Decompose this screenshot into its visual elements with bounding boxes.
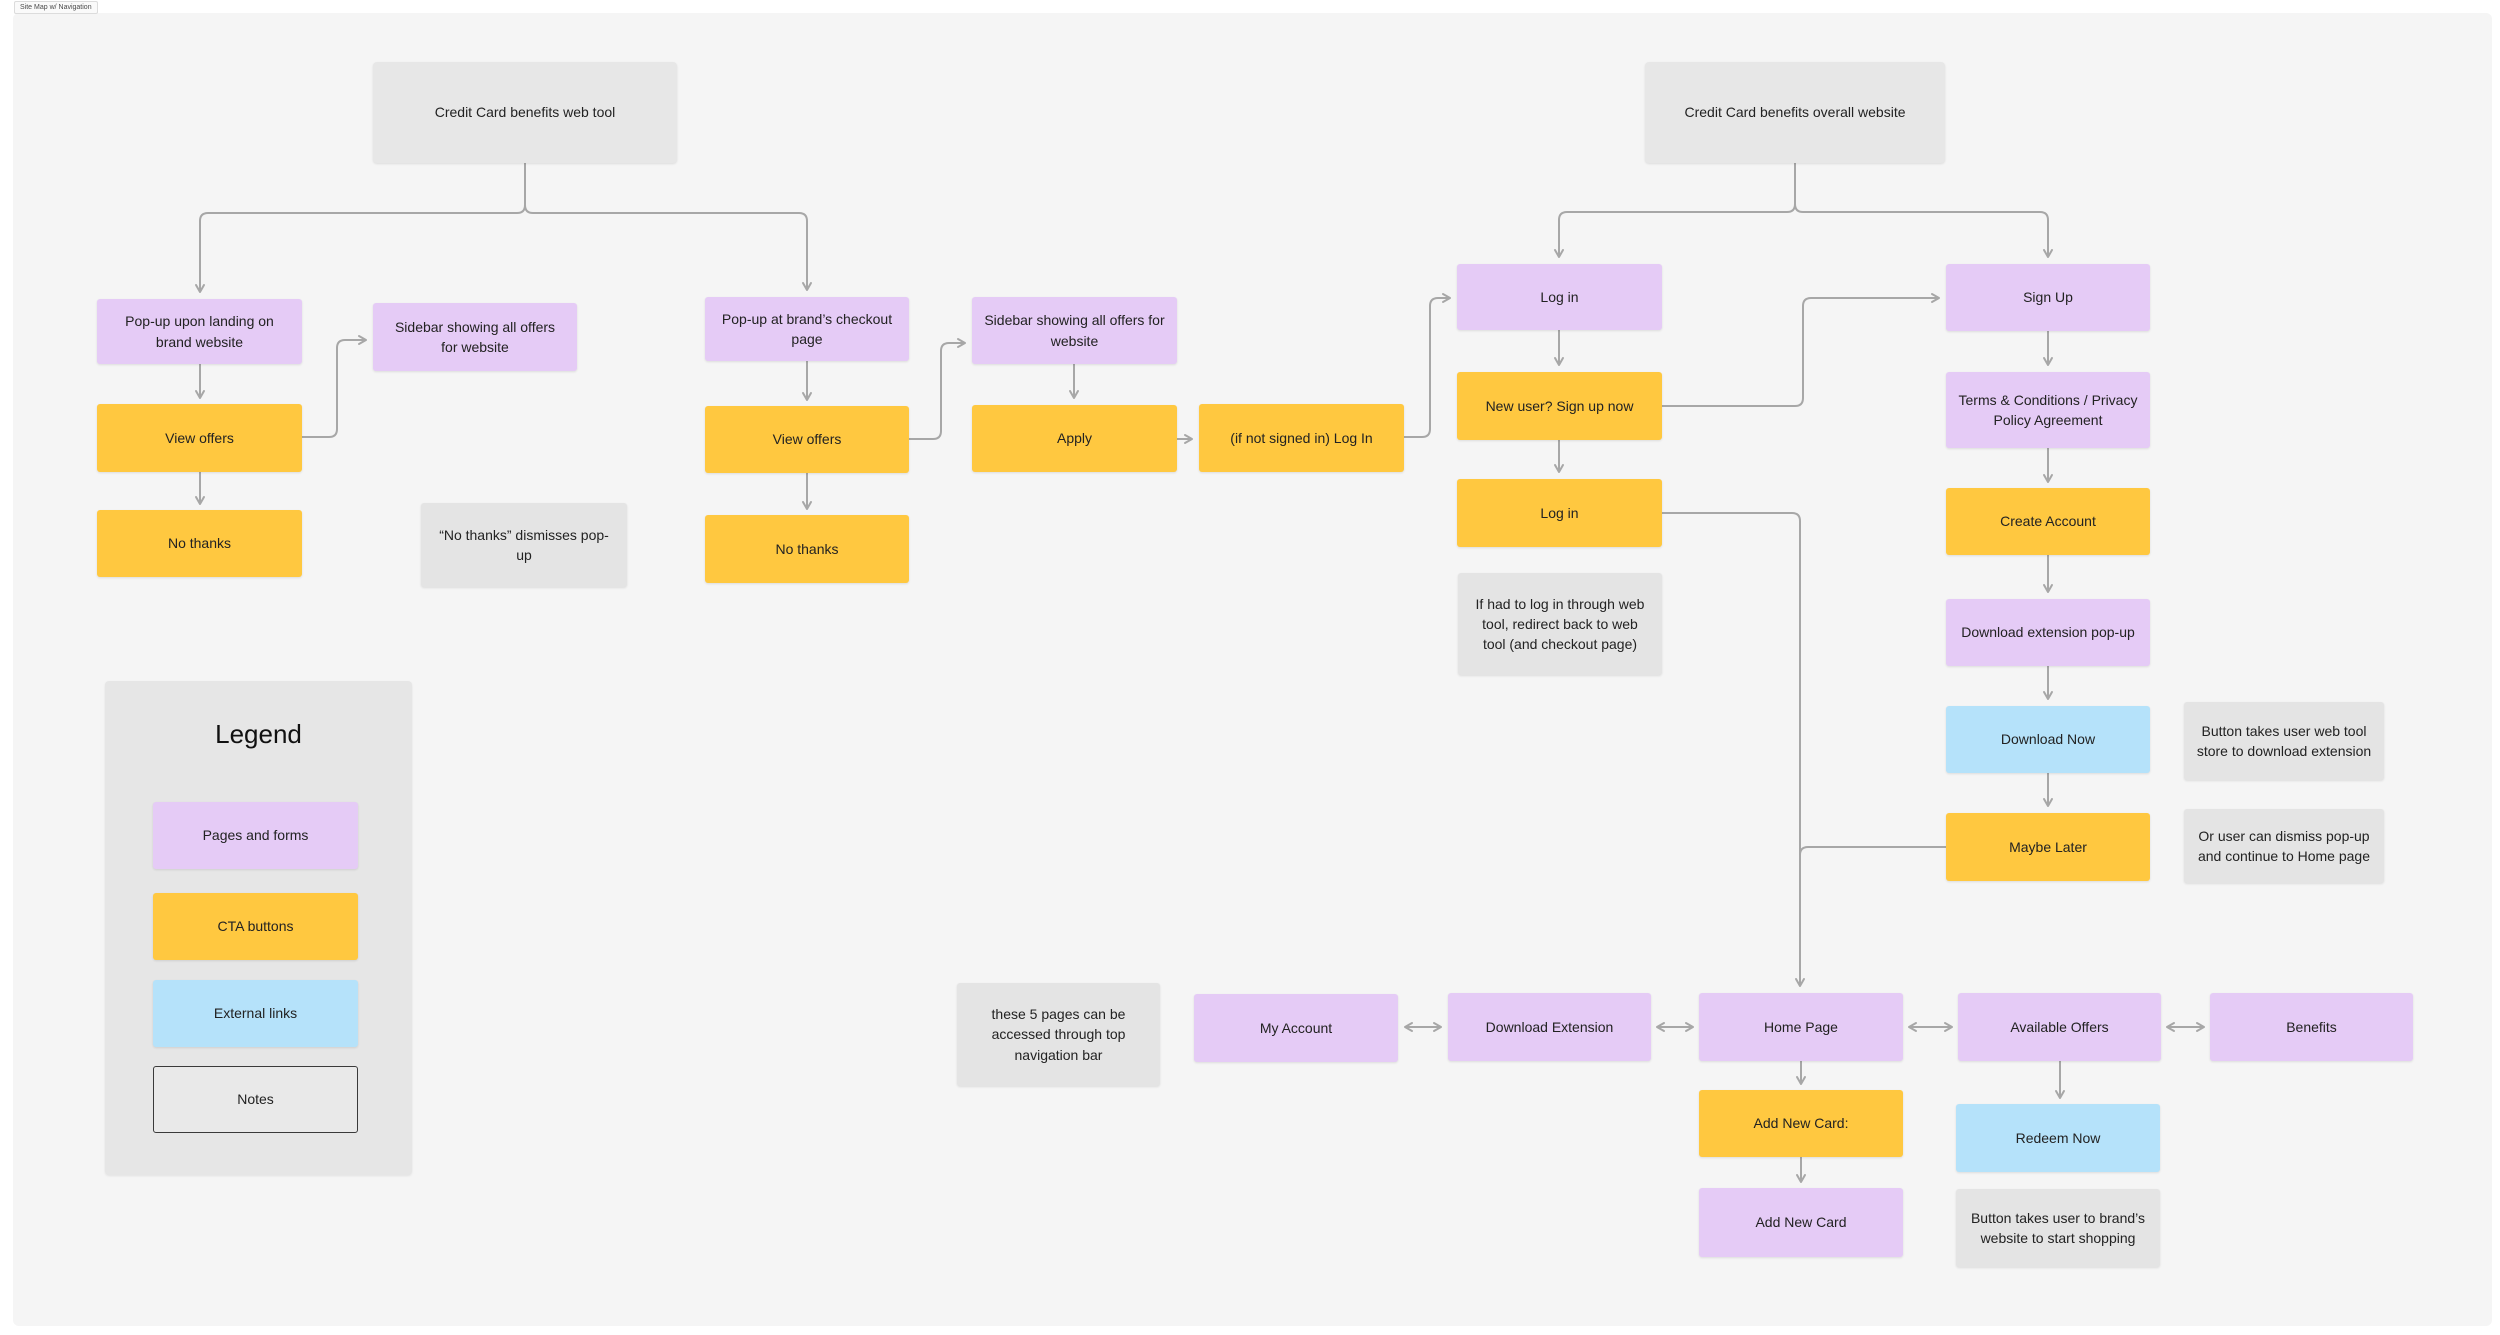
note-nav-pages[interactable]: these 5 pages can be accessed through to… [957,983,1160,1086]
node-no-thanks-1[interactable]: No thanks [97,510,302,577]
note-download-store[interactable]: Button takes user web tool store to down… [2184,702,2384,780]
node-apply[interactable]: Apply [972,405,1177,472]
legend-item-external[interactable]: External links [153,980,358,1047]
note-login-redirect[interactable]: If had to log in through web tool, redir… [1458,573,1662,675]
node-login-cta[interactable]: Log in [1457,479,1662,547]
node-new-user-signup[interactable]: New user? Sign up now [1457,372,1662,440]
node-landing-popup[interactable]: Pop-up upon landing on brand website [97,299,302,364]
node-view-offers-1[interactable]: View offers [97,404,302,472]
note-no-thanks-dismisses[interactable]: “No thanks” dismisses pop-up [421,503,627,587]
node-terms-conditions[interactable]: Terms & Conditions / Privacy Policy Agre… [1946,372,2150,448]
section-label[interactable]: Site Map w/ Navigation [14,1,98,14]
note-dismiss-popup[interactable]: Or user can dismiss pop-up and continue … [2184,809,2384,883]
node-download-now[interactable]: Download Now [1946,706,2150,773]
legend-item-pages[interactable]: Pages and forms [153,802,358,869]
node-maybe-later[interactable]: Maybe Later [1946,813,2150,881]
node-home-page[interactable]: Home Page [1699,993,1903,1061]
node-benefits[interactable]: Benefits [2210,993,2413,1061]
node-add-new-card-form[interactable]: Add New Card [1699,1188,1903,1257]
node-sidebar-offers-1[interactable]: Sidebar showing all offers for website [373,303,577,371]
node-create-account[interactable]: Create Account [1946,488,2150,555]
node-my-account[interactable]: My Account [1194,994,1398,1062]
node-sign-up[interactable]: Sign Up [1946,264,2150,331]
node-download-popup[interactable]: Download extension pop-up [1946,599,2150,666]
node-login-page[interactable]: Log in [1457,264,1662,330]
node-website-root[interactable]: Credit Card benefits overall website [1645,62,1945,163]
node-webtool-root[interactable]: Credit Card benefits web tool [373,62,677,163]
node-login-if-not-signed[interactable]: (if not signed in) Log In [1199,404,1404,472]
note-redeem-brand[interactable]: Button takes user to brand’s website to … [1956,1189,2160,1267]
node-checkout-popup[interactable]: Pop-up at brand’s checkout page [705,297,909,361]
legend-item-notes[interactable]: Notes [153,1066,358,1133]
node-available-offers[interactable]: Available Offers [1958,993,2161,1061]
legend-item-cta[interactable]: CTA buttons [153,893,358,960]
node-sidebar-offers-2[interactable]: Sidebar showing all offers for website [972,297,1177,364]
legend-title: Legend [215,719,302,749]
node-view-offers-2[interactable]: View offers [705,406,909,473]
node-download-extension[interactable]: Download Extension [1448,993,1651,1061]
node-add-new-card-cta[interactable]: Add New Card: [1699,1090,1903,1157]
node-redeem-now[interactable]: Redeem Now [1956,1104,2160,1172]
node-no-thanks-2[interactable]: No thanks [705,515,909,583]
